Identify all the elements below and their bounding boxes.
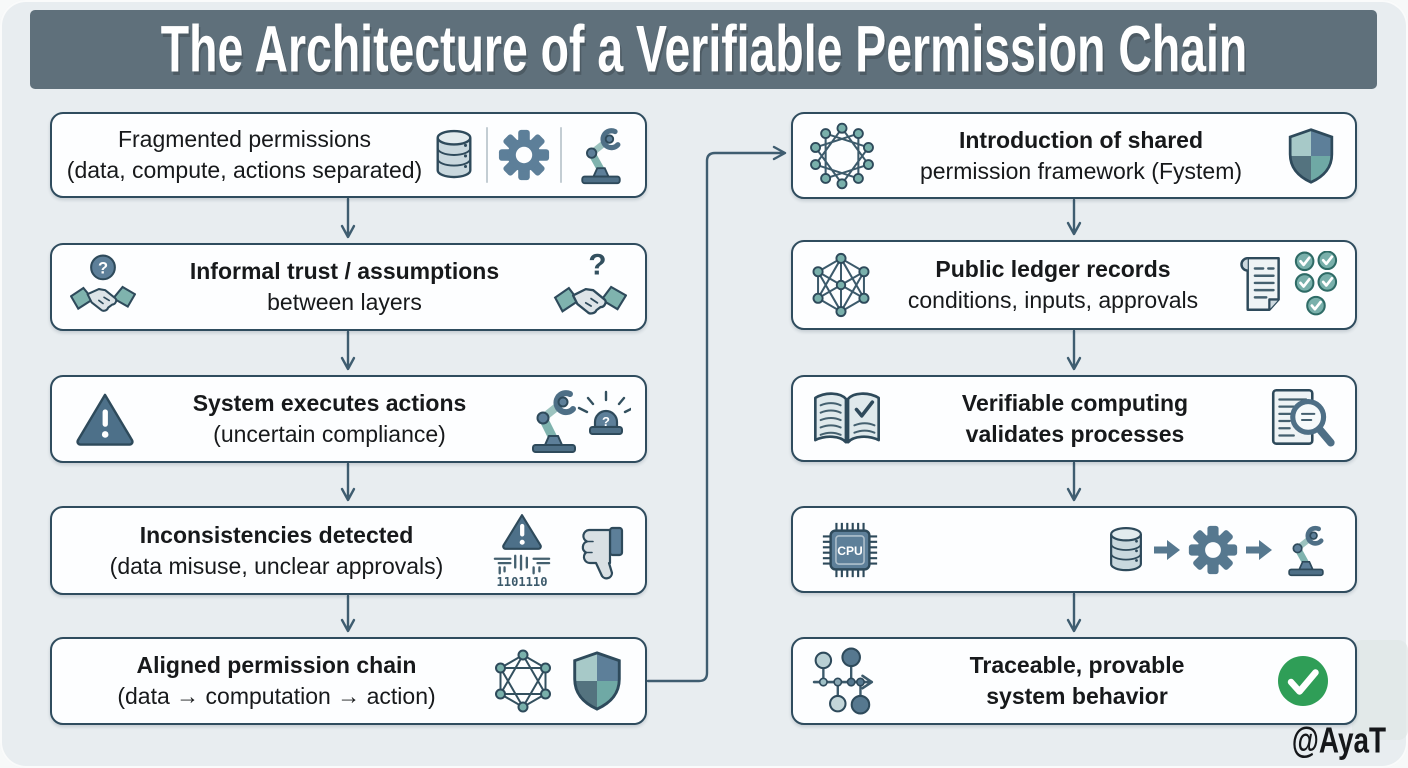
database-icon (436, 129, 472, 179)
icon-row (491, 649, 625, 713)
watermark-credit: @AyaT (1291, 721, 1386, 761)
gear-icon (1188, 525, 1238, 574)
box-text: Traceable, provable system behavior (879, 650, 1275, 712)
box-line2: conditions, inputs, approvals (907, 287, 1199, 313)
arrow-right-2 (1066, 329, 1082, 371)
box-traceable-behavior: Traceable, provable system behavior (791, 637, 1357, 725)
box-aligned-chain: Aligned permission chain (data → computa… (50, 637, 647, 725)
mesh-network-icon (812, 252, 870, 318)
icon-row (431, 125, 631, 185)
box-text: Public ledger records conditions, inputs… (875, 254, 1231, 316)
box-line1: Introduction of shared (958, 126, 1204, 153)
icon-row: 1101110 (491, 513, 625, 589)
robot-arm-alarm-icon: ? (532, 390, 631, 453)
box-fragmented-permissions: Fragmented permissions (data, compute, a… (50, 112, 647, 198)
handshake-question-icon: ? (553, 251, 627, 315)
box-text: Inconsistencies detected (data misuse, u… (62, 520, 491, 582)
cpu-label: CPU (837, 543, 863, 557)
arrow-right-1 (1066, 198, 1082, 236)
database-icon (1110, 526, 1142, 571)
box-text: Aligned permission chain (data → computa… (62, 650, 491, 712)
box-line2: (data, compute, actions separated) (66, 157, 423, 183)
box-text: Verifiable computing validates processes (885, 388, 1265, 450)
arrow-right-4 (1066, 592, 1082, 633)
flow-arrow-icon (1246, 539, 1272, 560)
trace-graph-icon (812, 647, 874, 715)
box-text: Fragmented permissions (data, compute, a… (58, 124, 431, 186)
shield-icon (573, 651, 621, 711)
box-cpu-pipeline: CPU (791, 506, 1357, 593)
warning-binary-icon: 1101110 (493, 513, 551, 588)
background-patch (1352, 640, 1408, 740)
thumbs-down-icon (581, 526, 624, 579)
svg-text:?: ? (602, 414, 610, 429)
box-public-ledger: Public ledger records conditions, inputs… (791, 240, 1357, 330)
arrow-left-2 (340, 330, 356, 371)
arrow-left-4 (340, 594, 356, 633)
box-inconsistencies: Inconsistencies detected (data misuse, u… (50, 506, 647, 595)
icon-divider (560, 127, 562, 183)
approval-checks-icon (1294, 251, 1338, 316)
box-text: System executes actions (uncertain compl… (136, 388, 523, 450)
box-line1: Inconsistencies detected (139, 521, 414, 548)
svg-text:?: ? (588, 251, 606, 281)
box-line1: System executes actions (192, 390, 467, 416)
box-line1: Traceable, provable (969, 652, 1185, 678)
column-connector (646, 145, 787, 683)
cpu-chip-icon: CPU (822, 522, 878, 577)
handshake-question-badge-icon: ? (70, 254, 136, 312)
shield-icon (1288, 127, 1334, 184)
arrow-left-1 (340, 197, 356, 239)
box-line2: system behavior (986, 683, 1168, 709)
box-line1: Verifiable computing (961, 389, 1189, 416)
box-line1: Public ledger records (935, 256, 1171, 282)
box-line1: Informal trust / assumptions (189, 258, 500, 284)
box-line2: validates processes (965, 420, 1185, 447)
box-line1: Aligned permission chain (136, 652, 417, 678)
icon-divider (486, 127, 488, 183)
box-line1: Fragmented permissions (117, 126, 372, 152)
binary-caption: 1101110 (497, 574, 548, 588)
warning-triangle-icon (76, 393, 134, 446)
gear-icon (498, 129, 550, 181)
network-hexagram-icon (495, 649, 551, 713)
box-line2: (uncertain compliance) (213, 421, 446, 447)
robot-arm-icon (1288, 525, 1324, 576)
box-line2: permission framework (Fystem) (919, 157, 1243, 184)
svg-text:?: ? (98, 260, 108, 278)
icon-row (1105, 523, 1333, 577)
open-book-check-icon (814, 391, 880, 444)
box-line2: (data misuse, unclear approvals) (109, 552, 444, 579)
box-text: Informal trust / assumptions between lay… (136, 256, 553, 318)
star-network-icon (810, 122, 874, 189)
green-check-icon (1278, 656, 1328, 706)
icon-row (1231, 251, 1341, 319)
box-system-executes: System executes actions (uncertain compl… (50, 375, 647, 463)
arrow-right-3 (1066, 461, 1082, 502)
arrow-left-3 (340, 462, 356, 502)
box-line2: (data → computation → action) (117, 683, 436, 709)
page-title: The Architecture of a Verifiable Permiss… (160, 12, 1247, 87)
box-line2: between layers (267, 289, 422, 315)
ledger-scroll-icon (1240, 256, 1280, 311)
robot-arm-icon (581, 128, 621, 185)
box-shared-framework: Introduction of shared permission framew… (791, 112, 1357, 199)
title-banner: The Architecture of a Verifiable Permiss… (30, 10, 1377, 89)
box-verifiable-computing: Verifiable computing validates processes (791, 375, 1357, 462)
flow-arrow-icon (1154, 539, 1180, 560)
document-magnifier-icon (1271, 388, 1335, 446)
box-text: Introduction of shared permission framew… (877, 125, 1285, 187)
box-informal-trust: ? Informal trust / assumptions between l… (50, 243, 647, 331)
